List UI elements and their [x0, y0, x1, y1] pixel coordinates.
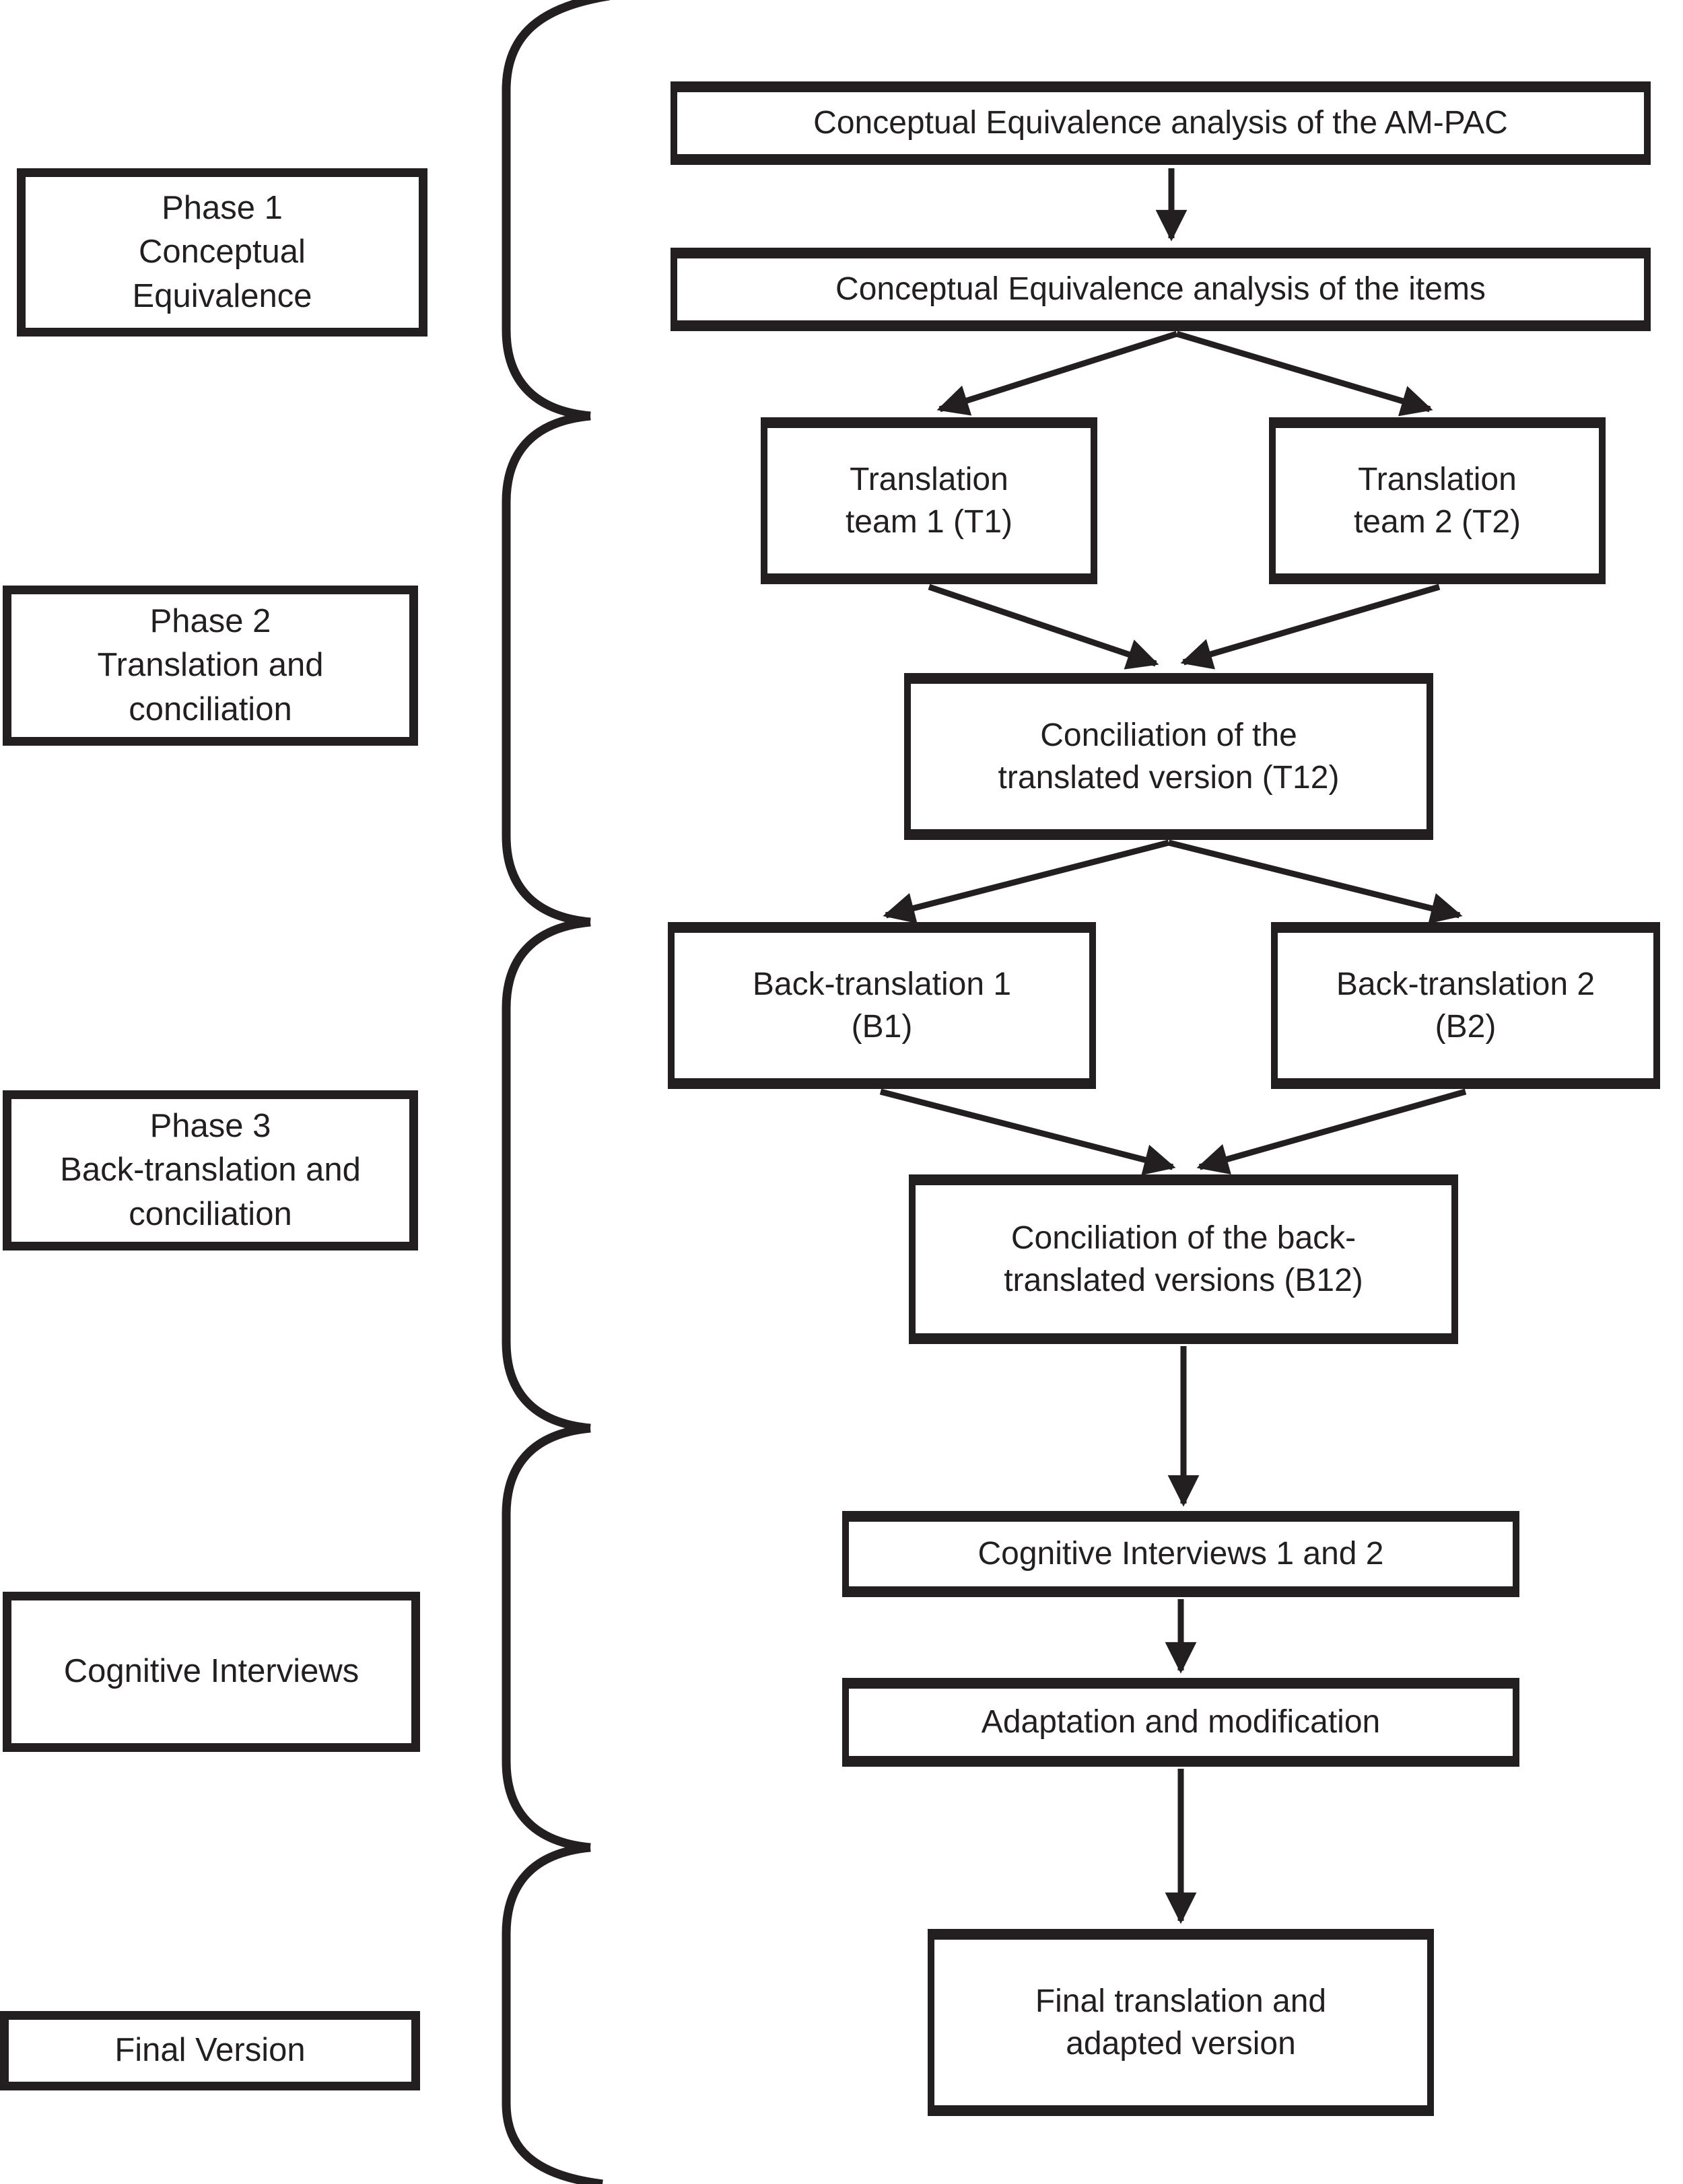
flow-box-translation-team-2: Translation team 2 (T2)	[1269, 417, 1606, 584]
arrow-items-to-t2	[1175, 330, 1433, 417]
brace-final-version	[502, 1843, 603, 2184]
brace-phase-2	[502, 411, 591, 927]
phase-1-label-text: Phase 1 Conceptual Equivalence	[132, 189, 312, 314]
arrow-t12-to-b2	[1167, 839, 1463, 924]
flow-box-back-translation-2-text: Back-translation 2 (B2)	[1336, 966, 1595, 1045]
flow-box-cognitive-interviews-1-2-text: Cognitive Interviews 1 and 2	[977, 1536, 1384, 1572]
flow-box-conciliation-t12: Conciliation of the translated version (…	[904, 673, 1433, 840]
flow-box-adaptation-modification-text: Adaptation and modification	[981, 1704, 1381, 1740]
flow-box-translation-team-2-text: Translation team 2 (T2)	[1353, 461, 1521, 540]
flow-box-translation-team-1: Translation team 1 (T1)	[761, 417, 1097, 584]
flow-box-back-translation-1: Back-translation 1 (B1)	[668, 922, 1096, 1089]
brace-phase-3	[502, 917, 591, 1433]
arrow-t1-to-t12	[928, 584, 1159, 670]
phase-3-label: Phase 3 Back-translation and conciliatio…	[3, 1090, 418, 1250]
arrow-b2-to-b12	[1196, 1088, 1467, 1175]
brace-cognitive-interviews	[502, 1423, 591, 1852]
flow-box-conciliation-t12-text: Conciliation of the translated version (…	[998, 717, 1340, 796]
cognitive-interviews-label-text: Cognitive Interviews	[63, 1653, 359, 1690]
arrow-b1-to-b12	[879, 1088, 1176, 1176]
arrow-t2-to-t12	[1180, 584, 1441, 670]
phase-1-label: Phase 1 Conceptual Equivalence	[17, 168, 427, 337]
flow-box-ampac-analysis: Conceptual Equivalence analysis of the A…	[671, 81, 1651, 165]
flow-box-items-analysis: Conceptual Equivalence analysis of the i…	[671, 248, 1651, 331]
flow-box-adaptation-modification: Adaptation and modification	[842, 1678, 1519, 1767]
cognitive-interviews-label: Cognitive Interviews	[3, 1592, 420, 1752]
flow-box-conciliation-b12-text: Conciliation of the back- translated ver…	[1004, 1220, 1363, 1298]
arrow-t12-to-b1	[883, 839, 1170, 924]
flow-box-final-translation: Final translation and adapted version	[928, 1929, 1434, 2116]
flow-box-conciliation-b12: Conciliation of the back- translated ver…	[909, 1174, 1458, 1344]
phase-2-label-text: Phase 2 Translation and conciliation	[97, 602, 324, 728]
flow-box-items-analysis-text: Conceptual Equivalence analysis of the i…	[835, 271, 1486, 308]
phase-3-label-text: Phase 3 Back-translation and conciliatio…	[60, 1107, 361, 1232]
flow-box-final-translation-text: Final translation and adapted version	[1035, 1983, 1327, 2062]
flow-box-back-translation-2: Back-translation 2 (B2)	[1271, 922, 1660, 1089]
final-version-label-text: Final Version	[114, 2032, 306, 2069]
brace-phase-1	[502, 0, 611, 421]
phase-2-label: Phase 2 Translation and conciliation	[3, 586, 418, 746]
final-version-label: Final Version	[0, 2011, 420, 2090]
flow-box-cognitive-interviews-1-2: Cognitive Interviews 1 and 2	[842, 1511, 1519, 1597]
flow-box-ampac-analysis-text: Conceptual Equivalence analysis of the A…	[813, 105, 1508, 141]
flow-box-back-translation-1-text: Back-translation 1 (B1)	[752, 966, 1012, 1045]
arrow-items-to-t1	[936, 330, 1178, 416]
flow-box-translation-team-1-text: Translation team 1 (T1)	[845, 461, 1013, 540]
